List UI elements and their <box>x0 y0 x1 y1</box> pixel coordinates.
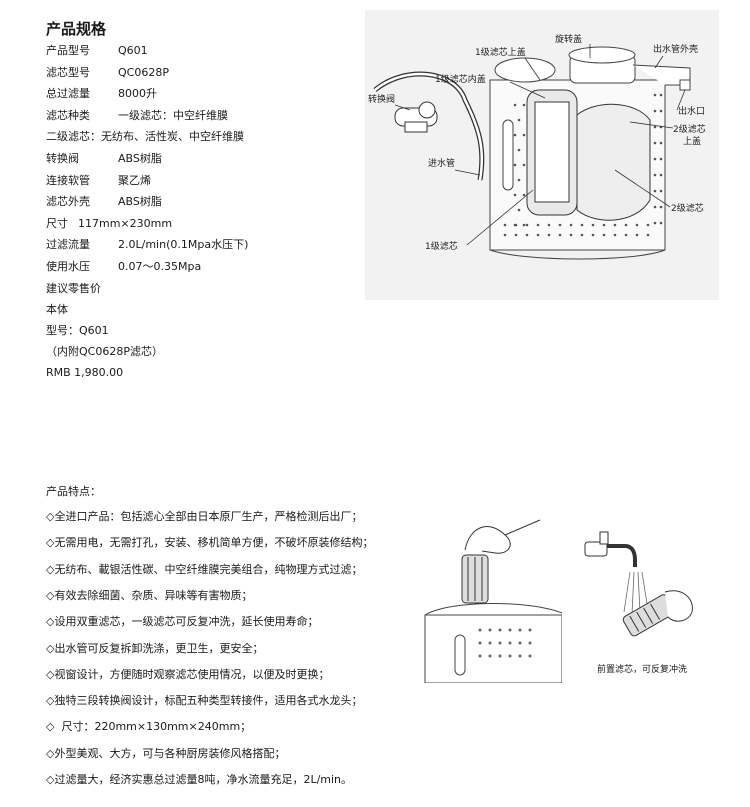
spec-label: 使用水压 <box>46 260 90 273</box>
spec-value: 0.07～0.35Mpa <box>118 260 202 273</box>
spec-row: 过滤流量 2.0L/min(0.1Mpa水压下) <box>46 238 248 252</box>
label-filter2-top-cap-1: 2级滤芯 <box>673 123 706 135</box>
purifier-body <box>489 46 691 260</box>
faucet-rinse-illustration <box>580 522 700 644</box>
spec-value: QC0628P <box>118 65 169 79</box>
spec-value: Q601 <box>118 44 148 57</box>
spec-value: 117mm×230mm <box>78 216 173 230</box>
diagram-svg: 旋转盖 1级滤芯上盖 出水管外壳 1级滤芯内盖 转换阀 出水口 2级滤芯 上盖 … <box>368 33 706 260</box>
switch-valve-shape <box>394 101 438 133</box>
label-rotary-cap: 旋转盖 <box>555 33 582 45</box>
label-outlet: 出水口 <box>678 105 705 117</box>
spec-label: 二级滤芯： <box>46 130 101 144</box>
label-outlet-shell: 出水管外壳 <box>653 43 698 55</box>
spec-title: 产品规格 <box>46 20 107 38</box>
label-switch-valve: 转换阀 <box>368 93 395 105</box>
label-filter1-top-cap: 1级滤芯上盖 <box>475 46 526 58</box>
feature-item: ◇有效去除细菌、杂质、异味等有害物质； <box>46 588 253 602</box>
feature-item: ◇过滤量大，经济实惠总过滤量8吨，净水流量充足，2L/min。 <box>46 773 353 786</box>
spec-label: 滤芯种类 <box>46 108 90 122</box>
spec-label: 产品型号 <box>46 44 90 57</box>
price-line: 型号：Q601 <box>46 324 109 337</box>
spec-label: 转换阀 <box>46 152 79 165</box>
leader-lines <box>394 44 686 246</box>
label-filter1: 1级滤芯 <box>425 240 458 252</box>
feature-item: ◇出水管可反复拆卸洗涤，更卫生，更安全； <box>46 641 264 655</box>
spec-row: 滤芯外壳 ABS树脂 <box>46 195 162 209</box>
price-line: 建议零售价 <box>46 282 101 295</box>
spec-label: 尺寸 <box>46 216 68 230</box>
spec-row: 滤芯型号 QC0628P <box>46 66 169 80</box>
spec-label: 过滤流量 <box>46 238 90 252</box>
price-line: 本体 <box>46 303 68 316</box>
product-cutaway-diagram: 旋转盖 1级滤芯上盖 出水管外壳 1级滤芯内盖 转换阀 出水口 2级滤芯 上盖 … <box>365 10 719 300</box>
vent-dots <box>503 93 663 237</box>
feature-item: ◇外型美观、大方，可与各种厨房装修风格搭配； <box>46 746 286 760</box>
spec-label: 连接软管 <box>46 173 90 187</box>
feature-item: ◇全进口产品：包括滤心全部由日本原厂生产，严格检测后出厂； <box>46 510 363 523</box>
feature-item: ◇ 尺寸：220mm×130mm×240mm； <box>46 720 252 734</box>
feature-item: ◇独特三段转换阀设计，标配五种类型转接件，适用各式水龙头； <box>46 694 363 708</box>
spec-row: 总过滤量 8000升 <box>46 87 157 101</box>
filter-removal-illustration <box>420 505 563 684</box>
feature-item: ◇设用双重滤芯，一级滤芯可反复冲洗，延长使用寿命； <box>46 615 319 629</box>
spec-row: 使用水压 0.07～0.35Mpa <box>46 260 201 274</box>
spec-value: 8000升 <box>118 87 157 101</box>
label-filter2-top-cap-2: 上盖 <box>683 135 701 147</box>
features-title: 产品特点： <box>46 485 101 498</box>
label-inlet-pipe: 进水管 <box>428 157 455 169</box>
spec-row: 尺寸 117mm×230mm <box>46 217 172 231</box>
label-filter1-inner-cap: 1级滤芯内盖 <box>435 73 486 85</box>
spec-label: 总过滤量 <box>46 87 90 101</box>
price-line: RMB 1,980.00 <box>46 366 124 379</box>
spec-row: 二级滤芯：无纺布、活性炭、中空纤维膜 <box>46 130 244 144</box>
spec-label: 滤芯外壳 <box>46 195 90 209</box>
price-line: （内附QC0628P滤芯） <box>46 345 163 358</box>
feature-item: ◇无纺布、載银活性碳、中空纤维膜完美组合，纯物理方式过滤； <box>46 562 363 576</box>
feature-item: ◇无需用电，无需打孔，安装、移机简单方便，不破坏原装修结构； <box>46 536 374 550</box>
spec-row: 连接软管 聚乙烯 <box>46 174 151 188</box>
rinse-caption: 前置滤芯，可反复冲洗 <box>597 665 688 675</box>
spec-value: 一级滤芯：中空纤维膜 <box>118 108 228 122</box>
spec-value: ABS树脂 <box>118 195 162 209</box>
spec-row: 产品型号 Q601 <box>46 44 148 58</box>
label-filter2: 2级滤芯 <box>671 202 704 214</box>
spec-value: ABS树脂 <box>118 152 162 165</box>
spec-value: 无纺布、活性炭、中空纤维膜 <box>101 130 244 144</box>
spec-row: 转换阀 ABS树脂 <box>46 152 162 166</box>
feature-item: ◇视窗设计，方便随时观察滤芯使用情况，以便及时更换； <box>46 667 330 681</box>
spec-label: 滤芯型号 <box>46 65 90 79</box>
spec-row: 滤芯种类 一级滤芯：中空纤维膜 <box>46 109 228 123</box>
spec-value: 聚乙烯 <box>118 173 151 187</box>
spec-value: 2.0L/min(0.1Mpa水压下) <box>118 238 249 252</box>
